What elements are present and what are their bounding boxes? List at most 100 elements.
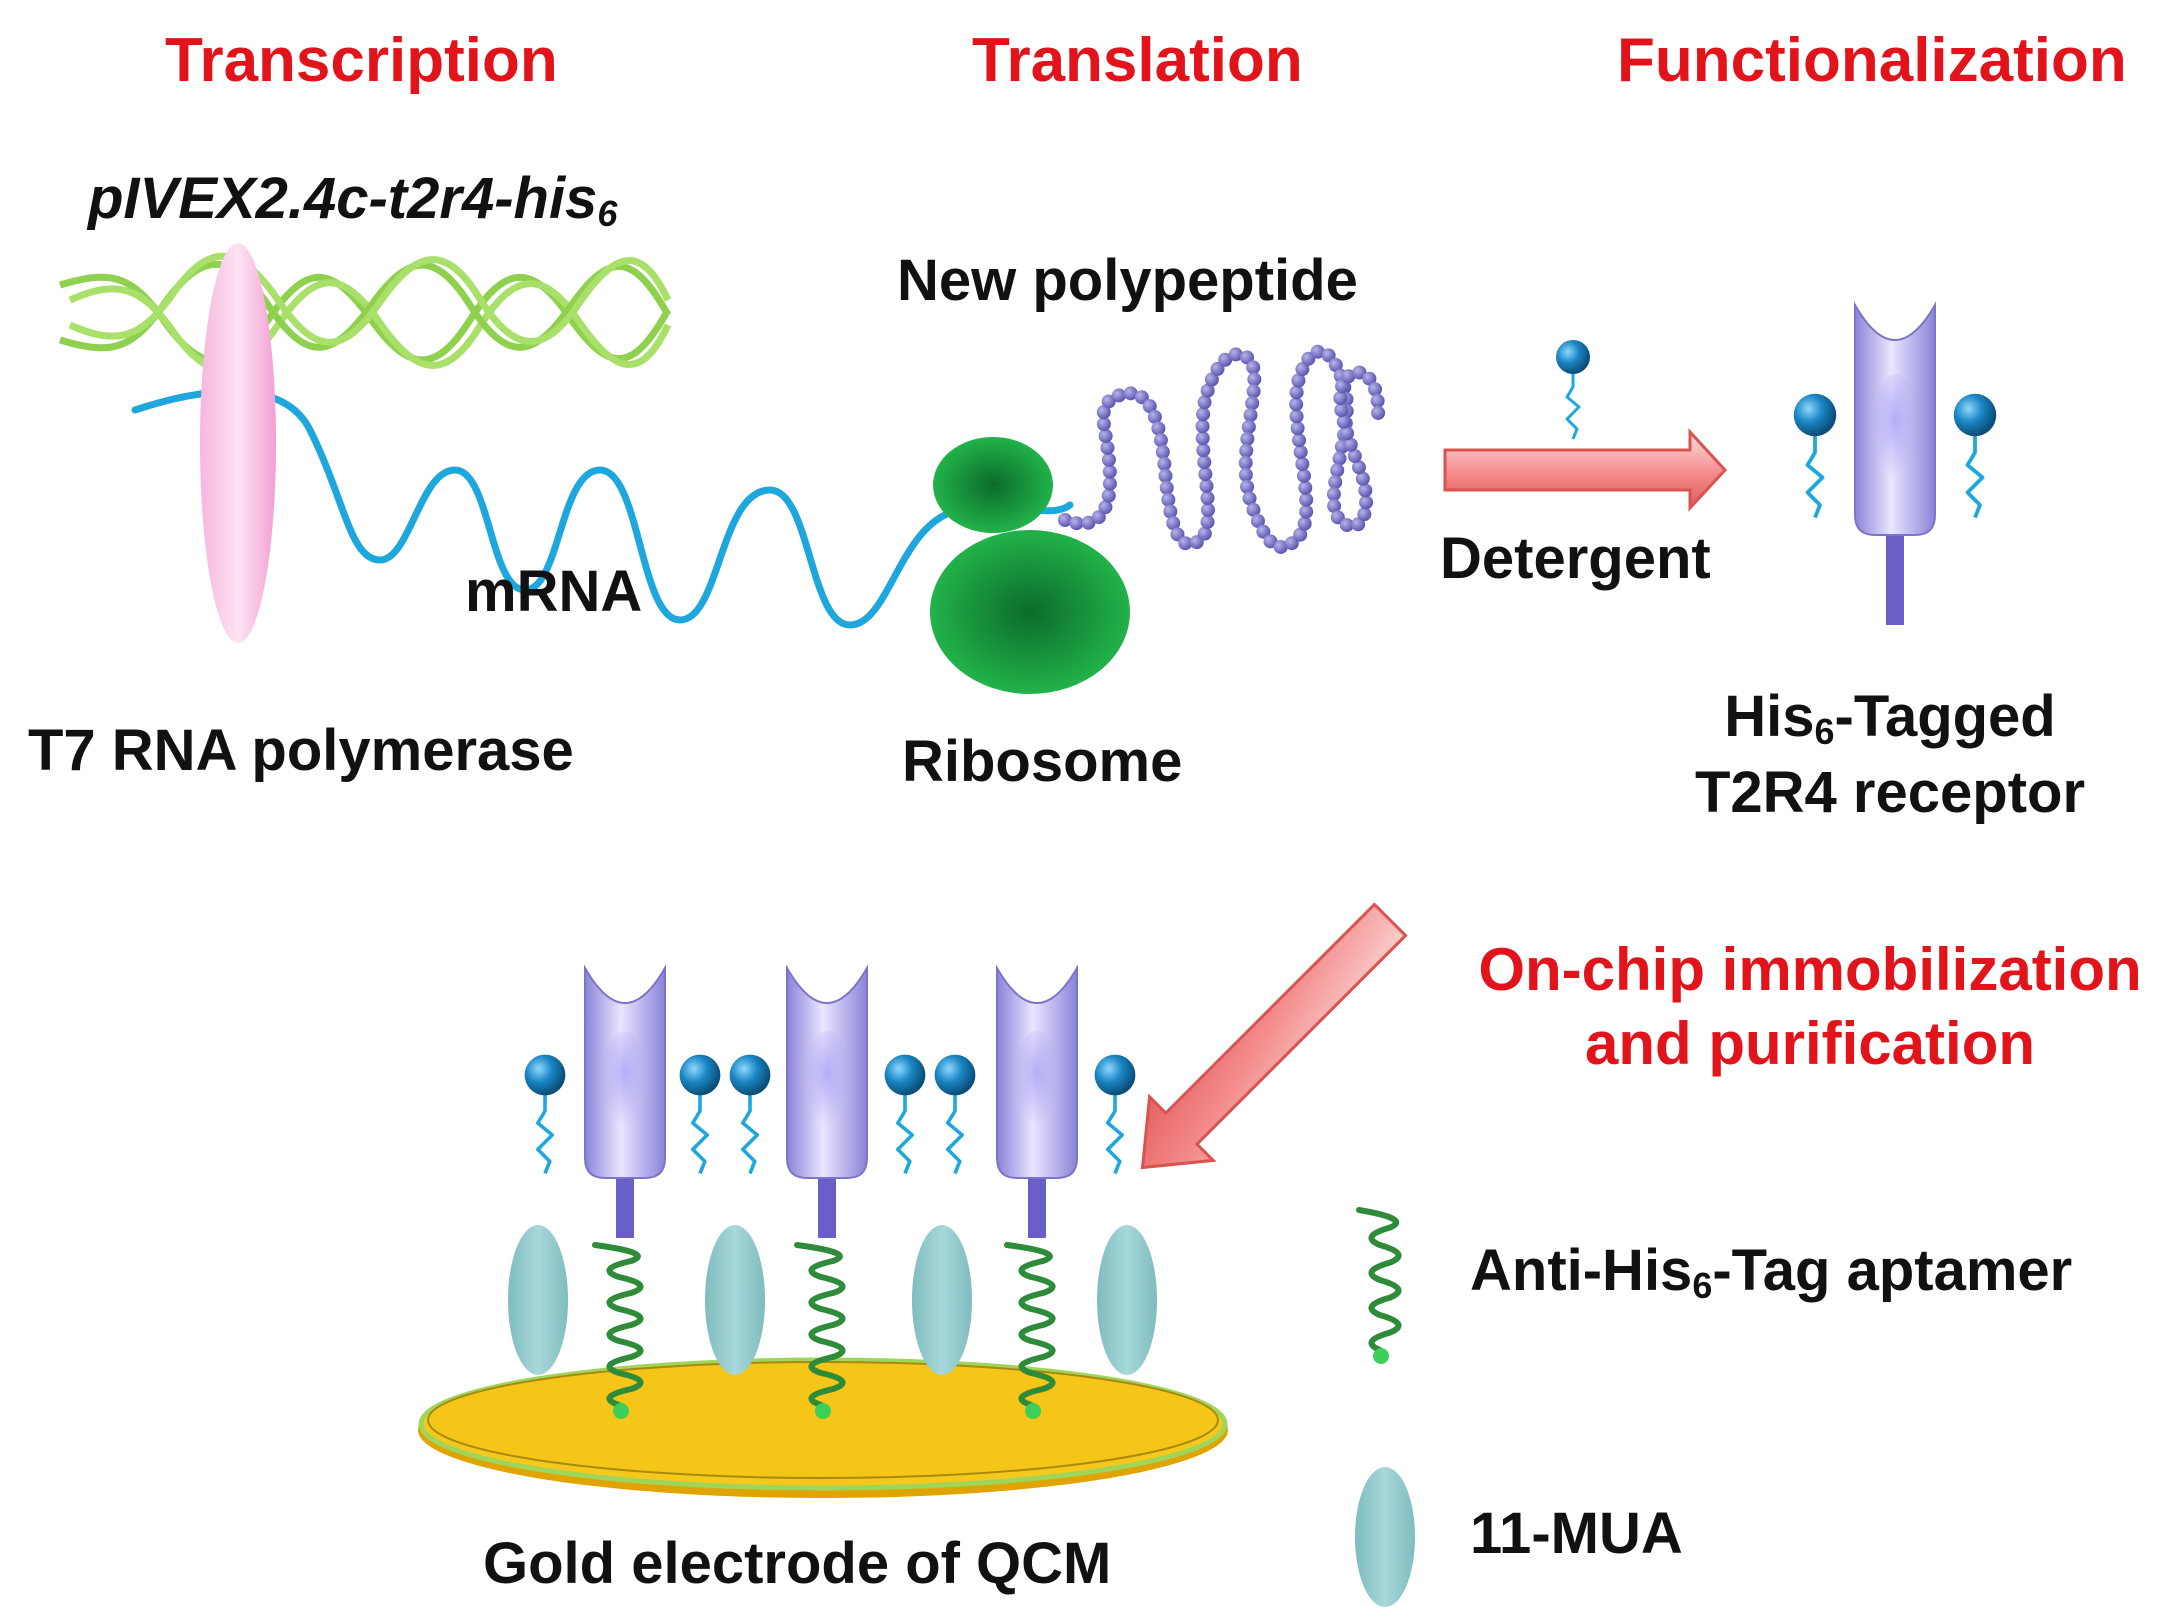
polypeptide-bead: [1111, 388, 1126, 403]
polypeptide-bead: [1332, 451, 1347, 466]
plasmid-label: pIVEX2.4c-t2r4-his6: [88, 170, 617, 232]
polypeptide-bead: [1330, 463, 1345, 478]
polypeptide-bead: [1293, 445, 1308, 460]
mua-legend-label: 11-MUA: [1470, 1501, 1683, 1566]
lipid-tail: [740, 1094, 760, 1175]
polypeptide-bead: [1289, 385, 1304, 400]
polypeptide-bead: [1289, 409, 1304, 424]
receptor-label-line2: T2R4 receptor: [1694, 760, 2086, 825]
immobilization-label: On-chip immobilization and purification: [1440, 940, 2180, 1074]
aptamer-anchor: [815, 1403, 831, 1419]
polypeptide-bead: [1298, 480, 1313, 495]
aptamer-coil: [1004, 1242, 1056, 1408]
polypeptide-bead: [1290, 421, 1305, 436]
aptamer-coil: [794, 1242, 846, 1408]
aptamer-anchor: [613, 1403, 629, 1419]
lipid-tail: [945, 1094, 965, 1175]
polypeptide-bead: [1161, 492, 1176, 507]
mrna-strand: [131, 388, 1074, 629]
polypeptide-bead: [1299, 504, 1314, 519]
polypeptide-bead: [1328, 358, 1343, 373]
polypeptide-bead: [1327, 499, 1342, 514]
receptor: [1854, 301, 1936, 625]
polypeptide-bead: [1200, 491, 1215, 506]
polypeptide-bead: [1284, 536, 1299, 551]
mua-molecule: [912, 1225, 972, 1375]
immobilization-arrow: [1140, 902, 1408, 1170]
polypeptide-bead: [1157, 456, 1172, 471]
aptamer-coil: [592, 1242, 644, 1408]
ribosome: [930, 437, 1130, 694]
plasmid-label-sub: 6: [597, 192, 618, 234]
polypeptide-bead: [1310, 344, 1325, 359]
polypeptide-bead: [1355, 471, 1370, 486]
aptamer-legend-icon: [1356, 1207, 1402, 1364]
polypeptide-bead: [1102, 476, 1117, 491]
polypeptide-bead: [1357, 507, 1372, 522]
polypeptide-bead: [1358, 483, 1373, 498]
polypeptide-bead: [1210, 361, 1225, 376]
polypeptide-bead: [1368, 382, 1383, 397]
lipid-molecule: [1556, 340, 1590, 440]
gold-electrode: [418, 1357, 1228, 1498]
receptor-stem: [818, 1168, 836, 1238]
lipid-molecule: [1953, 393, 1997, 519]
lipid-head: [1094, 1054, 1136, 1096]
polypeptide-bead: [1351, 517, 1366, 532]
receptor: [786, 964, 868, 1238]
polypeptide-bead: [1196, 407, 1211, 422]
electrode-surface-assembly: [508, 964, 1157, 1419]
polypeptide-bead: [1297, 516, 1312, 531]
receptor: [584, 964, 666, 1238]
lipid-tail: [895, 1094, 915, 1175]
lipid-head: [524, 1054, 566, 1096]
gold-electrode-label: Gold electrode of QCM: [483, 1531, 1112, 1596]
polypeptide-bead: [1295, 362, 1310, 377]
polypeptide-bead: [1197, 455, 1212, 470]
polypeptide-bead: [1341, 369, 1356, 384]
lipid-head: [1953, 393, 1997, 437]
receptor-label: His6-Tagged T2R4 receptor: [1650, 688, 2130, 822]
lipid-molecule: [524, 1054, 566, 1175]
aptamer-anchor: [1373, 1348, 1389, 1364]
polypeptide-bead: [1200, 514, 1215, 529]
lipid-head: [729, 1054, 771, 1096]
receptor-label-line1: His6-Tagged: [1724, 684, 2056, 752]
mua-legend-icon: [1355, 1467, 1415, 1607]
polypeptide-bead: [1326, 487, 1341, 502]
polypeptide-bead: [1335, 379, 1350, 394]
stage-title-functionalization: Functionalization: [1617, 26, 2127, 95]
lipid-head: [679, 1054, 721, 1096]
aptamer-legend-label: Anti-His6-Tag aptamer: [1470, 1238, 2073, 1306]
lipid-molecule: [884, 1054, 926, 1175]
new-polypeptide-label: New polypeptide: [897, 248, 1358, 313]
lipid-head: [884, 1054, 926, 1096]
polypeptide-bead: [1101, 488, 1116, 503]
polypeptide-bead: [1240, 431, 1255, 446]
polypeptide-bead: [1096, 405, 1111, 420]
polypeptide-bead: [1069, 516, 1084, 531]
polypeptide-bead: [1240, 479, 1255, 494]
polypeptide-bead: [1058, 513, 1072, 527]
polypeptide-bead: [1147, 409, 1162, 424]
polypeptide-bead: [1238, 455, 1253, 470]
polypeptide-bead: [1142, 399, 1157, 414]
polypeptide-bead: [1351, 460, 1366, 475]
polypeptide-bead: [1238, 467, 1253, 482]
polypeptide-bead: [1096, 417, 1111, 432]
polypeptide-bead: [1098, 428, 1113, 443]
polypeptide-bead: [1100, 440, 1115, 455]
polypeptide-bead: [1200, 383, 1215, 398]
polypeptide-bead: [1292, 433, 1307, 448]
polypeptide-bead: [1102, 464, 1117, 479]
mrna-label: mRNA: [465, 559, 643, 624]
mua-molecule: [508, 1225, 568, 1375]
polypeptide-bead: [1299, 492, 1314, 507]
aptamer: [794, 1242, 846, 1419]
receptor-stem: [1028, 1168, 1046, 1238]
lipid-head: [1556, 340, 1590, 374]
aptamer: [1356, 1207, 1402, 1364]
polypeptide-bead: [1239, 443, 1254, 458]
